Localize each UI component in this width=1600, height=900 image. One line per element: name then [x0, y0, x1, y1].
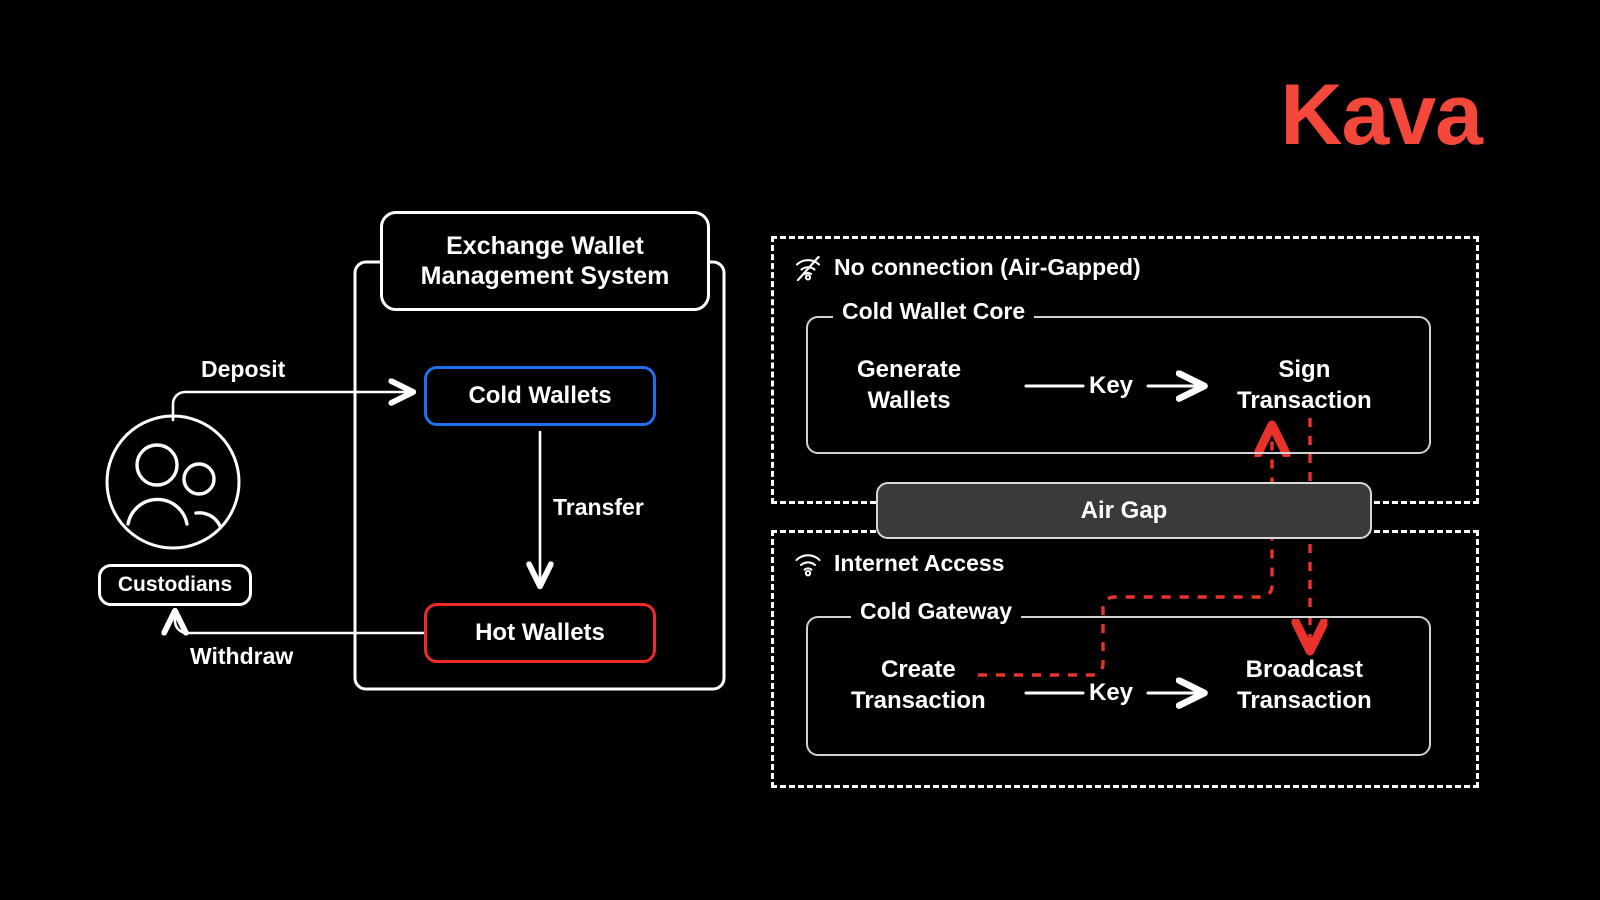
- air-gapped-zone-header: No connection (Air-Gapped): [793, 254, 1141, 281]
- broadcast-transaction-line2: Transaction: [1237, 686, 1372, 714]
- internet-access-zone-title: Internet Access: [834, 550, 1005, 576]
- hot-wallets-label: Hot Wallets: [475, 619, 605, 646]
- create-transaction-line1: Create: [881, 656, 956, 683]
- broadcast-transaction-step[interactable]: Broadcast Transaction: [1237, 655, 1372, 716]
- cold-wallet-core-group: [806, 316, 1431, 454]
- ewms-title-line2: Management System: [420, 262, 670, 290]
- cold-wallet-core-legend: Cold Wallet Core: [833, 298, 1035, 325]
- ewms-title-text: Exchange Wallet Management System: [421, 231, 670, 292]
- cold-wallets-label: Cold Wallets: [468, 382, 612, 409]
- sign-transaction-line2: Transaction: [1237, 386, 1372, 414]
- air-gap-bar: Air Gap: [876, 482, 1372, 539]
- signing-request-path: [978, 428, 1272, 677]
- flow-deposit-arrow: [171, 392, 412, 422]
- ewms-container-outline: [353, 260, 726, 691]
- custodians-avatar: [105, 414, 241, 550]
- custodians-label: Custodians: [117, 573, 233, 596]
- create-transaction-step[interactable]: Create Transaction: [851, 655, 986, 716]
- custodians-box[interactable]: Custodians: [98, 564, 252, 606]
- cold-gateway-group: [806, 616, 1431, 756]
- air-gapped-zone-title: No connection (Air-Gapped): [834, 254, 1141, 280]
- key-label-bottom: Key: [1089, 679, 1134, 706]
- create-transaction-line2: Transaction: [851, 686, 986, 714]
- internet-access-zone-header: Internet Access: [793, 550, 1004, 577]
- generate-wallets-step[interactable]: Generate Wallets: [857, 355, 961, 416]
- sign-transaction-step[interactable]: Sign Transaction: [1237, 355, 1372, 416]
- hot-wallets-box[interactable]: Hot Wallets: [424, 603, 656, 663]
- air-gap-label: Air Gap: [1080, 496, 1168, 524]
- generate-wallets-line2: Wallets: [867, 386, 951, 414]
- kava-logo: Kava: [1280, 67, 1483, 163]
- cold-gateway-legend: Cold Gateway: [851, 598, 1022, 625]
- ewms-title-line1: Exchange Wallet: [446, 231, 644, 260]
- deposit-flow-label: Deposit: [201, 356, 286, 382]
- cold-wallets-box[interactable]: Cold Wallets: [424, 366, 656, 426]
- transfer-flow-label: Transfer: [553, 494, 644, 520]
- exchange-wallet-management-system-box[interactable]: Exchange Wallet Management System: [380, 211, 710, 311]
- flow-withdraw-arrow: [175, 612, 426, 633]
- wifi-off-icon: [793, 255, 823, 281]
- sign-transaction-line1: Sign: [1278, 356, 1331, 383]
- generate-wallets-line1: Generate: [857, 356, 962, 383]
- key-label-top: Key: [1089, 372, 1134, 399]
- wifi-icon: [793, 551, 823, 577]
- withdraw-flow-label: Withdraw: [190, 643, 294, 669]
- broadcast-transaction-line1: Broadcast: [1245, 656, 1364, 683]
